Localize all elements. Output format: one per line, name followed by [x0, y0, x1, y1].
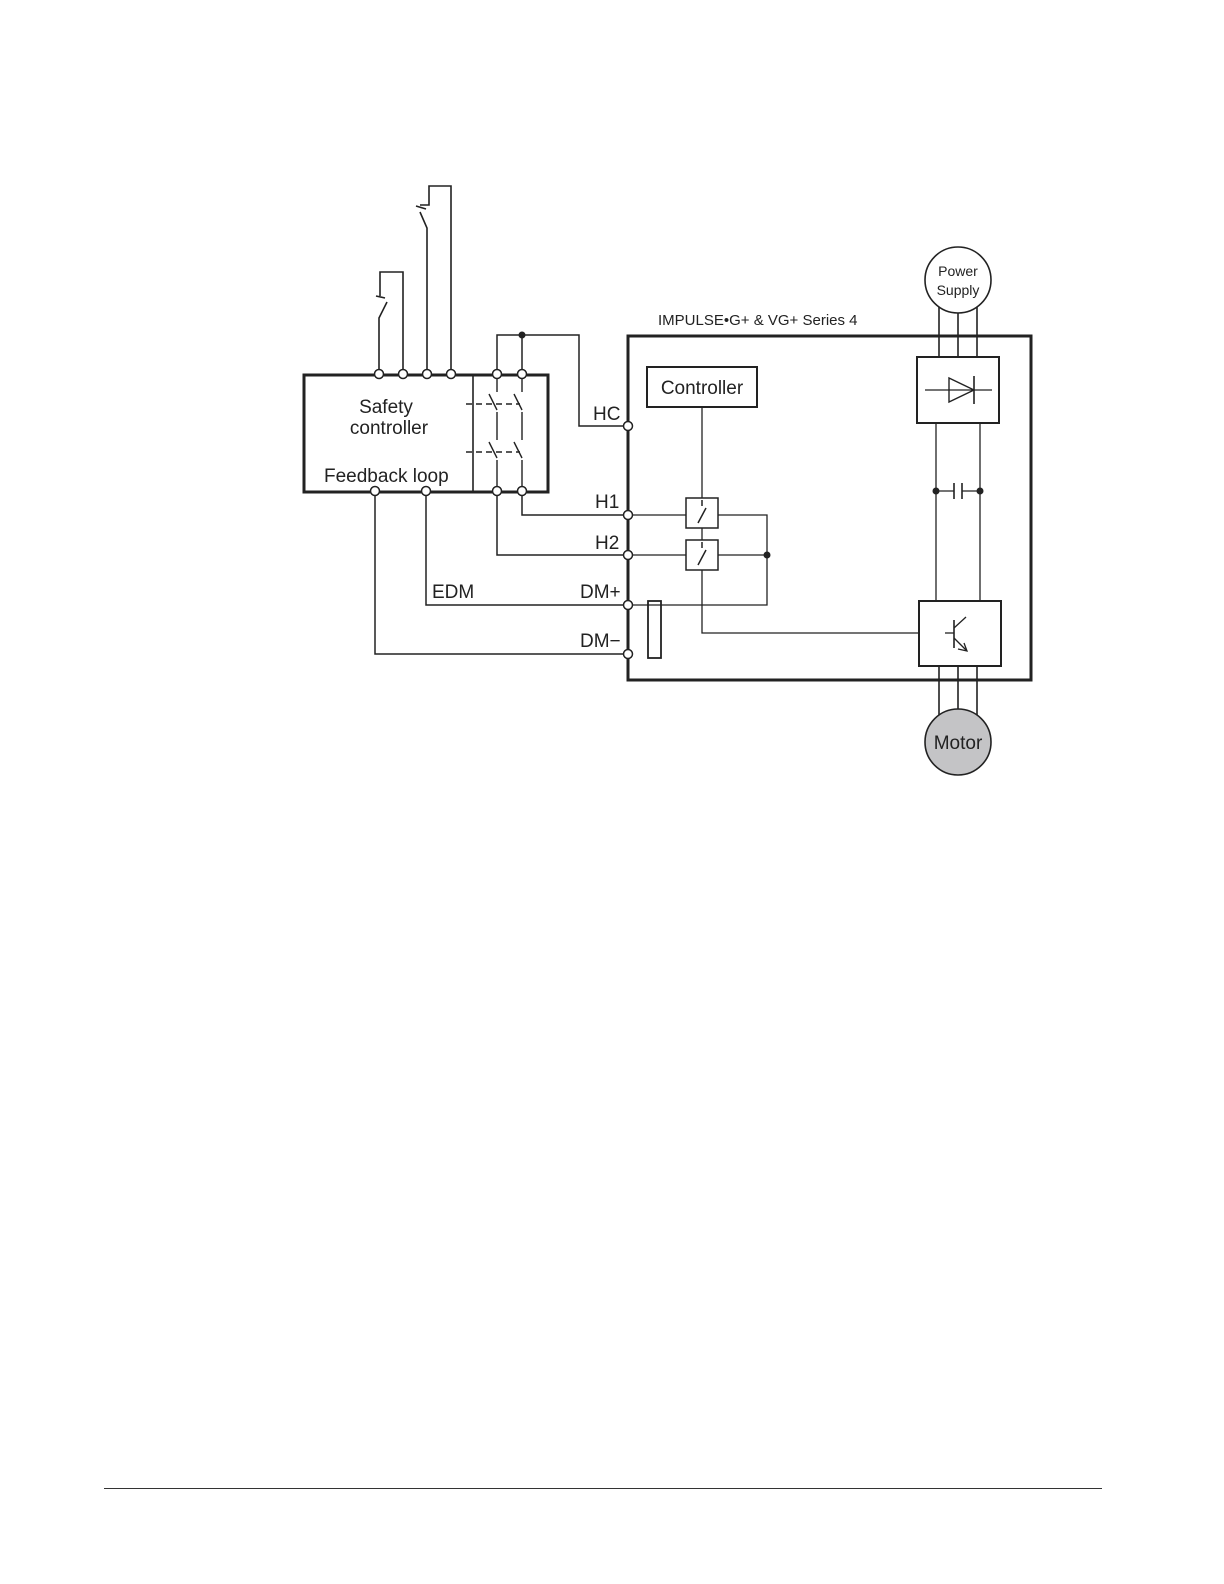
- footer-divider: [104, 1488, 1102, 1489]
- hc-terminal-label: HC: [593, 404, 620, 425]
- dm-plus-terminal-label: DM+: [580, 582, 621, 603]
- dm-minus-terminal-label: DM−: [580, 631, 621, 652]
- h1-terminal-label: H1: [595, 492, 619, 513]
- rectifier-block: [917, 357, 999, 423]
- safety-controller-label-line1: Safety: [359, 397, 413, 418]
- wiring: [375, 335, 628, 654]
- drive-internal-wiring: [628, 407, 919, 633]
- safety-controller-label-line2: controller: [350, 418, 429, 439]
- feedback-loop-label: Feedback loop: [324, 466, 449, 487]
- emergency-stop-switch-left: [376, 272, 403, 374]
- drive-title: IMPULSE•G+ & VG+ Series 4: [658, 312, 858, 329]
- dc-bus: [936, 423, 980, 601]
- power-supply-icon: [925, 247, 991, 313]
- dm-relay-coil: [648, 601, 661, 658]
- h2-terminal-label: H2: [595, 533, 619, 554]
- motor-label: Motor: [934, 733, 983, 754]
- power-supply-label-line1: Power: [938, 263, 978, 279]
- edm-label: EDM: [432, 582, 474, 603]
- h1-internal-switch: [686, 498, 718, 528]
- inverter-block: [919, 601, 1001, 666]
- junction-dots: [519, 332, 984, 559]
- power-supply-label-line2: Supply: [937, 282, 980, 298]
- emergency-stop-switch-right: [416, 186, 451, 374]
- h2-internal-switch: [686, 540, 718, 570]
- controller-label: Controller: [661, 378, 744, 399]
- safety-relay-contacts: [466, 378, 522, 488]
